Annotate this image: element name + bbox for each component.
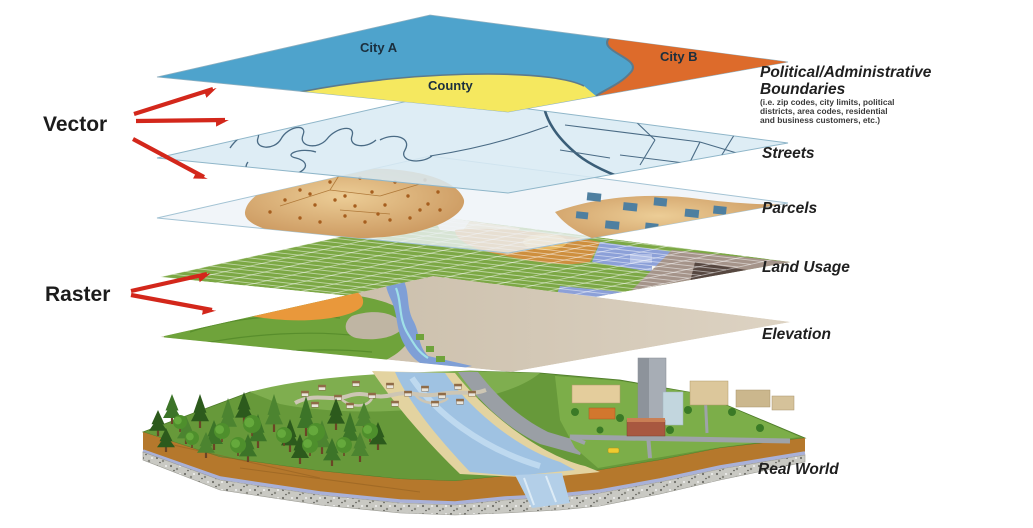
- elevation-gray-band: [345, 312, 403, 340]
- elevation-river: [386, 281, 472, 372]
- real-world-label: Real World: [758, 461, 839, 478]
- parcels-label: Parcels: [762, 200, 818, 217]
- arrow-to-streets: [135, 117, 225, 121]
- political-note-line1: (i.e. zip codes, city limits, political: [760, 97, 895, 107]
- land-usage-label: Land Usage: [762, 259, 850, 276]
- streets-label: Streets: [762, 145, 815, 162]
- water-table-stripe: [142, 449, 806, 505]
- arrow-to-political: [133, 89, 213, 117]
- arrow-to-elevation: [130, 292, 212, 310]
- city-buildings: [571, 357, 795, 437]
- vector-arrows: [132, 89, 225, 177]
- parcels-tan-area: [244, 168, 465, 239]
- political-note-line2: districts, area codes, residential: [760, 106, 888, 116]
- raster-arrows: [130, 271, 212, 310]
- region-city-b: [596, 38, 788, 96]
- arrow-to-land-usage: [130, 271, 207, 294]
- gravel-layer: [142, 451, 806, 516]
- vector-label: Vector: [43, 113, 107, 136]
- soil-layer: [143, 432, 805, 502]
- layer-streets: [156, 95, 789, 194]
- layer-political: City A County City B: [156, 14, 789, 113]
- yellow-car: [607, 447, 620, 454]
- political-label-line1: Political/Administrative: [760, 64, 932, 81]
- city-b-label: City B: [660, 49, 698, 64]
- political-label-block: Political/Administrative Boundaries (i.e…: [760, 64, 932, 125]
- region-county: [300, 74, 596, 112]
- county-label: County: [428, 78, 474, 93]
- street-loops: [229, 126, 377, 149]
- parcels-tan-area-right: [555, 195, 786, 246]
- river-front-face: [515, 473, 570, 508]
- forest-trees: [149, 392, 387, 466]
- highway: [458, 372, 585, 455]
- elevation-label: Elevation: [762, 326, 831, 343]
- arrow-to-parcels: [132, 137, 204, 177]
- layer-elevation: [160, 276, 791, 372]
- residential-roads: [294, 388, 487, 407]
- political-label-line2: Boundaries: [760, 81, 846, 98]
- real-world-block: [141, 357, 807, 516]
- political-note-line3: and business customers, etc.): [760, 115, 880, 125]
- houses: [301, 380, 476, 409]
- city-a-label: City A: [360, 40, 398, 55]
- city-trees: [571, 406, 764, 434]
- raster-label: Raster: [45, 283, 110, 306]
